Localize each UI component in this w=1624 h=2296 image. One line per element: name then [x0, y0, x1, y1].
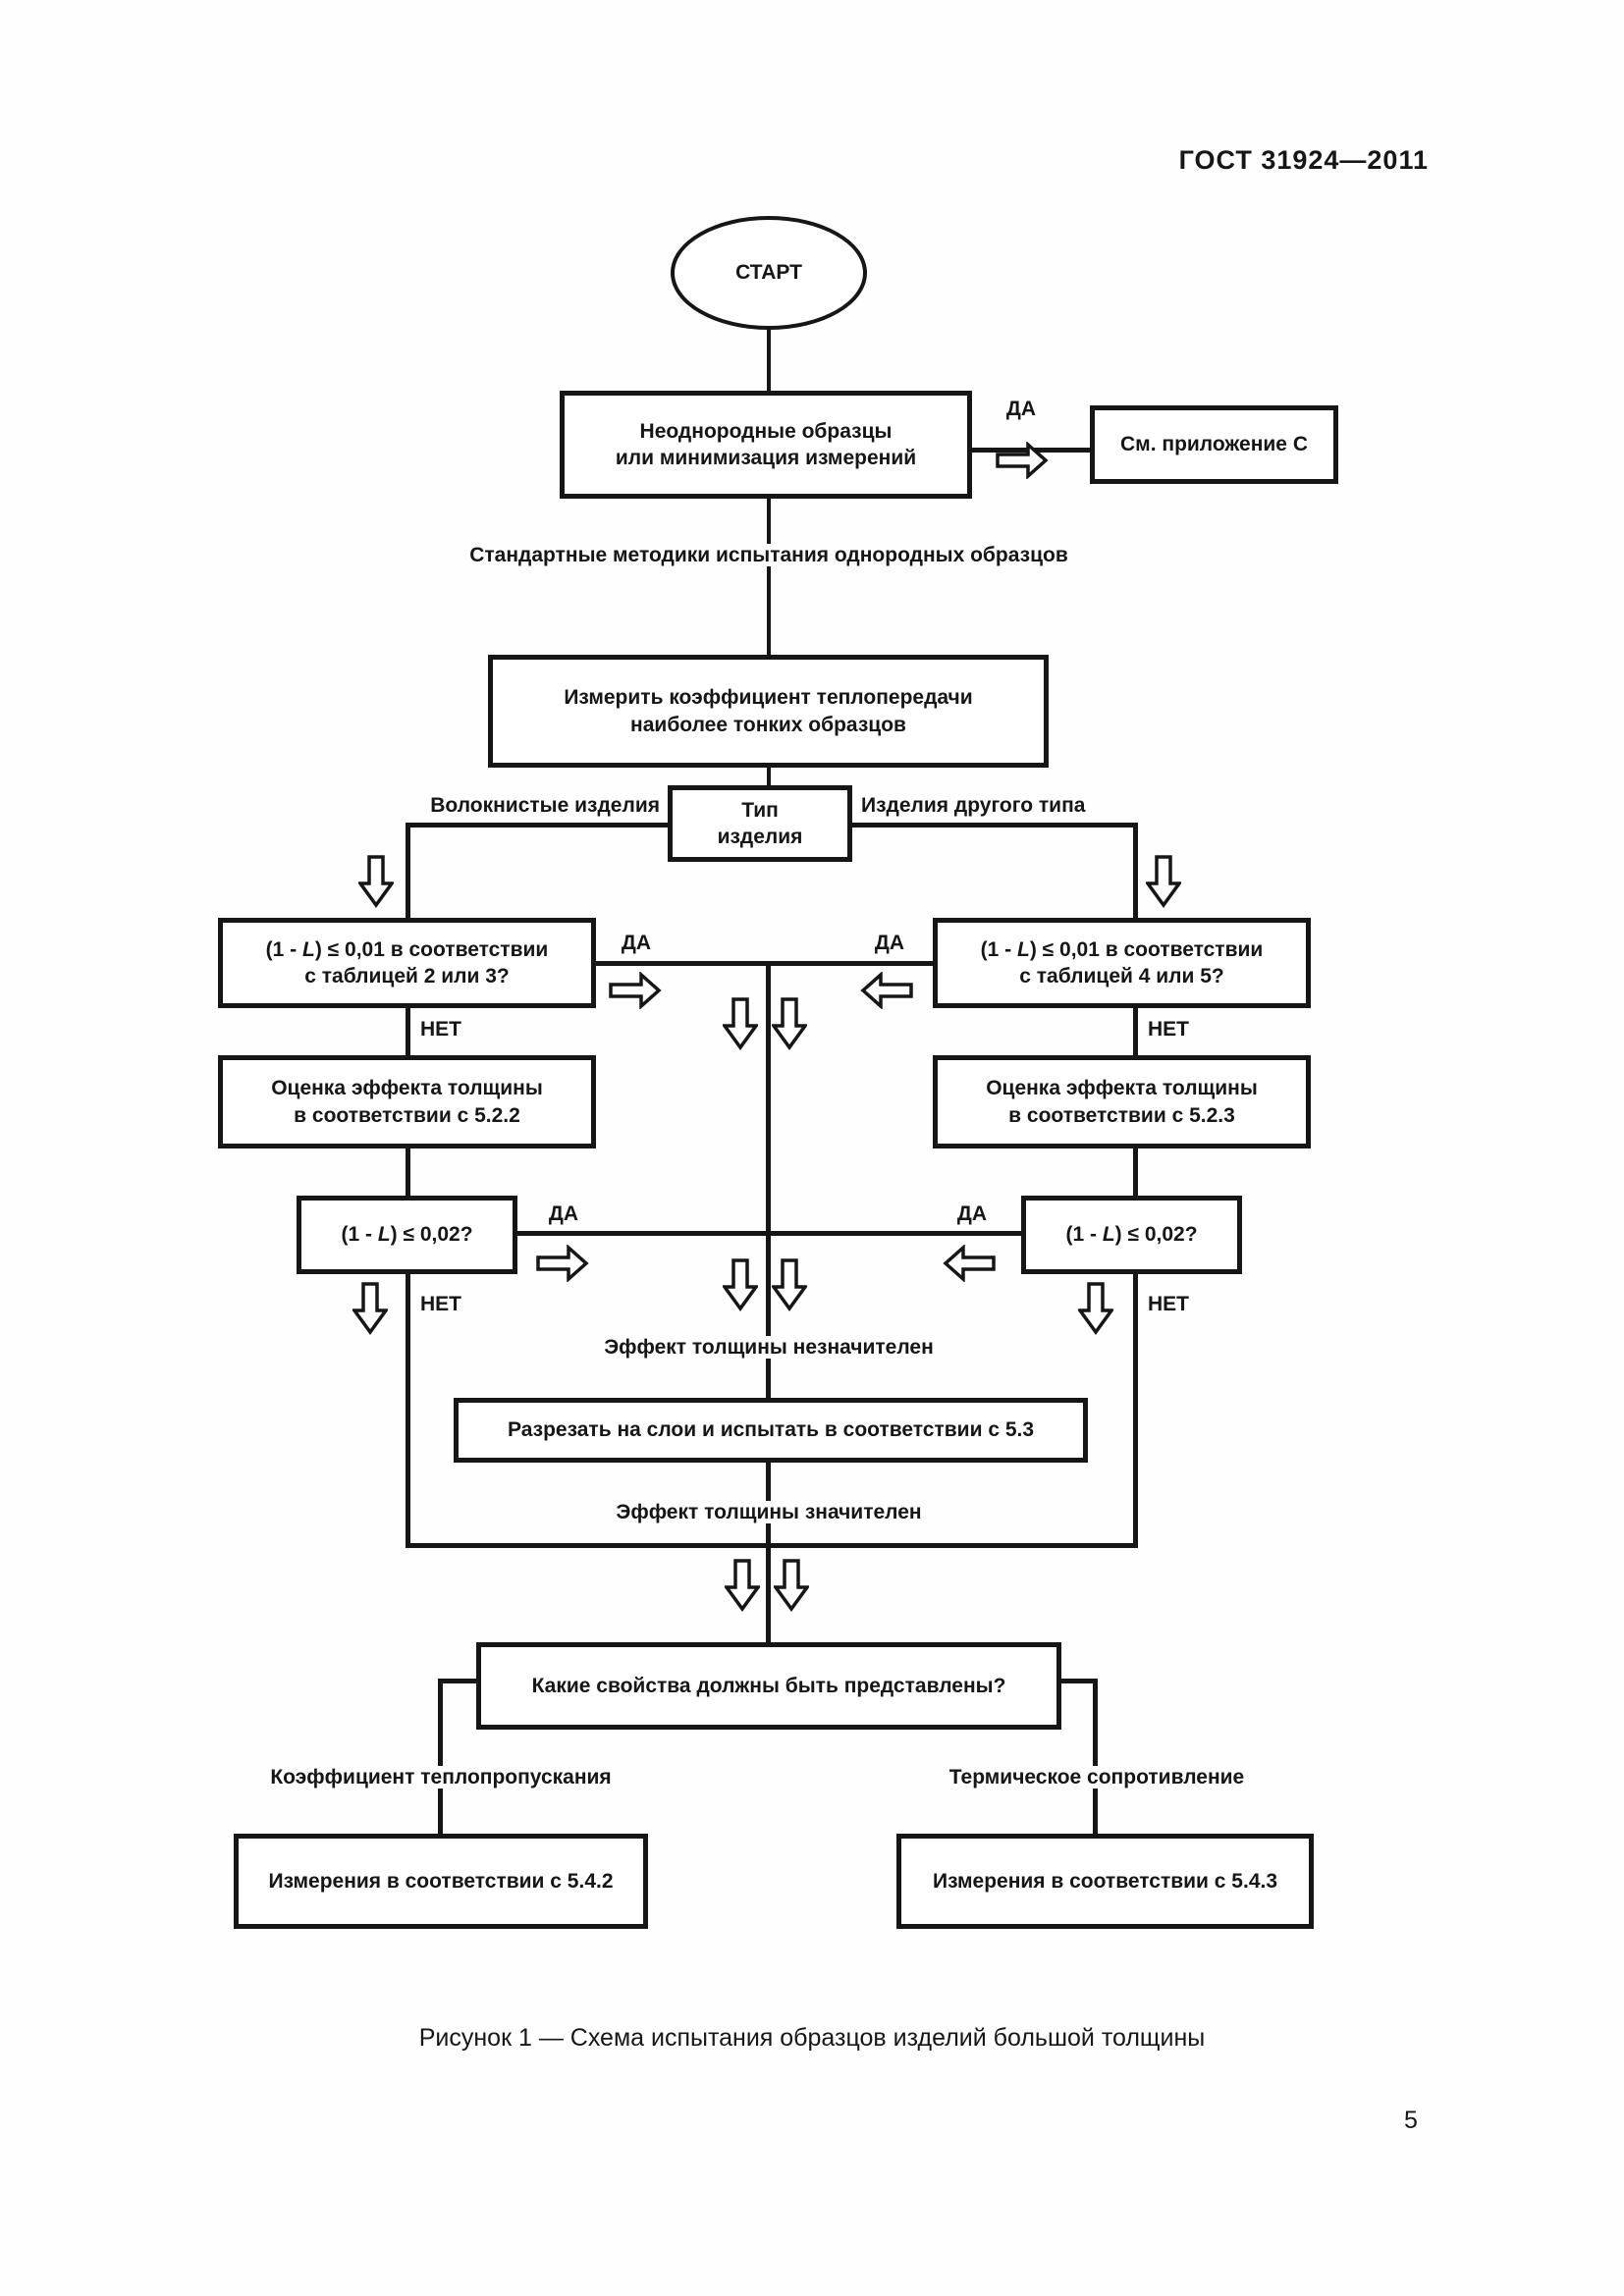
q01-right-line1: (1 - L) ≤ 0,01 в соответствии [980, 937, 1264, 961]
connector-props-right-v [1093, 1679, 1098, 1836]
connector-start-down [767, 330, 771, 391]
connector-branch-right-v [1133, 823, 1138, 918]
connector-no-right-1 [1133, 1008, 1138, 1055]
start-label: СТАРТ [735, 261, 802, 284]
connector-eval-left-drop [406, 1148, 410, 1196]
flow-arrow-down-icon [772, 997, 807, 1049]
page-number: 5 [1404, 2107, 1418, 2134]
connector-no-right-2 [1133, 1274, 1138, 1548]
flow-arrow-down-icon [774, 1559, 809, 1611]
q01-left-line2: с таблицей 2 или 3? [304, 965, 510, 988]
page-header: ГОСТ 31924—2011 [1178, 145, 1429, 175]
edge-label-resistance: Термическое сопротивление [802, 1765, 1391, 1789]
flow-arrow-down-icon [723, 1258, 758, 1310]
connector-props-left-v [438, 1679, 443, 1836]
flow-arrow-down-icon [723, 997, 758, 1049]
edge-label-yes: ДА [956, 1202, 988, 1225]
connector-props-left-stub [440, 1679, 479, 1683]
edge-label-yes: ДА [548, 1202, 579, 1225]
flow-arrow-down-icon [1146, 855, 1181, 907]
connector-yes-row2-right [768, 1231, 1021, 1236]
flow-node-see-appendix: См. приложение С [1090, 405, 1338, 484]
flow-arrow-down-icon [772, 1258, 807, 1310]
edge-label-yes: ДА [1005, 398, 1037, 420]
edge-label-other-type: Изделия другого типа [861, 794, 1086, 817]
edge-label-no: НЕТ [420, 1293, 461, 1315]
edge-label-transmittance: Коэффициент теплопропускания [146, 1765, 735, 1789]
connector-no-left-2 [406, 1274, 410, 1548]
connector-branch-left-v [406, 823, 410, 918]
edge-label-yes: ДА [874, 932, 905, 954]
flow-node-measure-thin: Измерить коэффициент теплопередачи наибо… [488, 655, 1049, 768]
connector-junction [406, 1543, 1138, 1548]
flow-arrow-left-icon [944, 1246, 996, 1281]
edge-label-no: НЕТ [1148, 1293, 1189, 1315]
flow-node-eval-right: Оценка эффекта толщины в соответствии с … [933, 1055, 1311, 1148]
figure-caption: Рисунок 1 — Схема испытания образцов изд… [418, 2024, 1206, 2052]
edge-label-significant: Эффект толщины значителен [278, 1500, 1260, 1524]
flow-node-eval-left: Оценка эффекта толщины в соответствии с … [218, 1055, 596, 1148]
edge-label-yes: ДА [621, 932, 652, 954]
flow-node-start: СТАРТ [671, 216, 867, 330]
connector-branch-right-h [852, 823, 1138, 828]
connector-yes-row1 [596, 961, 933, 966]
flow-arrow-right-icon [536, 1246, 588, 1281]
flow-arrow-down-icon [725, 1559, 760, 1611]
connector-no-left-1 [406, 1008, 410, 1055]
flow-node-measure-542: Измерения в соответствии с 5.4.2 [234, 1834, 648, 1929]
flow-node-heterogeneous: Неоднородные образцы или минимизация изм… [560, 391, 972, 499]
connector-measure-type [767, 768, 771, 785]
flow-arrow-right-icon [609, 973, 661, 1008]
connector-standard-methods [767, 499, 771, 655]
edge-label-fibrous: Волокнистые изделия [430, 794, 660, 817]
flow-arrow-down-icon [358, 855, 394, 907]
flow-node-q02-right: (1 - L) ≤ 0,02? [1021, 1196, 1242, 1274]
flow-node-measure-543: Измерения в соответствии с 5.4.3 [896, 1834, 1314, 1929]
flow-arrow-down-icon [1078, 1282, 1113, 1334]
connector-center-props [766, 1548, 771, 1644]
q01-left-line1: (1 - L) ≤ 0,01 в соответствии [265, 937, 549, 961]
connector-props-right-stub [1058, 1679, 1098, 1683]
flow-node-cut-layers: Разрезать на слои и испытать в соответст… [454, 1398, 1088, 1463]
connector-yes-row2-left [517, 1231, 768, 1236]
connector-branch-left-h [407, 823, 670, 828]
q01-right-line2: с таблицей 4 или 5? [1019, 965, 1224, 988]
edge-label-no: НЕТ [420, 1018, 461, 1041]
flow-arrow-right-icon [996, 443, 1048, 478]
flow-node-q01-right: (1 - L) ≤ 0,01 в соответствии с таблицей… [933, 918, 1311, 1008]
q02-left-line: (1 - L) ≤ 0,02? [341, 1223, 473, 1247]
q02-right-line: (1 - L) ≤ 0,02? [1065, 1223, 1198, 1247]
flow-node-which-props: Какие свойства должны быть представлены? [476, 1642, 1061, 1730]
edge-label-no: НЕТ [1148, 1018, 1189, 1041]
flow-arrow-down-icon [352, 1282, 388, 1334]
flow-node-q02-left: (1 - L) ≤ 0,02? [297, 1196, 517, 1274]
connector-center-main [766, 961, 771, 1548]
edge-label-insignificant: Эффект толщины незначителен [278, 1335, 1260, 1360]
edge-label-standard-methods: Стандартные методики испытания однородны… [278, 543, 1260, 567]
flow-arrow-left-icon [861, 973, 913, 1008]
flow-node-product-type: Тип изделия [668, 785, 852, 862]
connector-eval-right-drop [1133, 1148, 1138, 1196]
flow-node-q01-left: (1 - L) ≤ 0,01 в соответствии с таблицей… [218, 918, 596, 1008]
